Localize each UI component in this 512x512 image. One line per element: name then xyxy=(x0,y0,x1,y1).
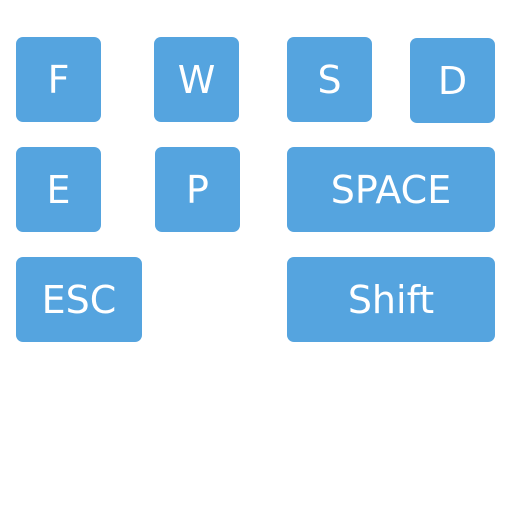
key-w-label: W xyxy=(177,57,216,102)
key-s-label: S xyxy=(317,57,342,102)
key-w-button[interactable]: W xyxy=(154,37,239,122)
key-f-button[interactable]: F xyxy=(16,37,101,122)
key-e-label: E xyxy=(46,167,71,212)
key-p-button[interactable]: P xyxy=(155,147,240,232)
key-f-label: F xyxy=(47,57,70,102)
key-s-button[interactable]: S xyxy=(287,37,372,122)
key-space-button[interactable]: SPACE xyxy=(287,147,495,232)
key-shift-button[interactable]: Shift xyxy=(287,257,495,342)
key-e-button[interactable]: E xyxy=(16,147,101,232)
key-space-label: SPACE xyxy=(330,167,452,212)
key-esc-button[interactable]: ESC xyxy=(16,257,142,342)
key-d-label: D xyxy=(437,58,468,103)
key-esc-label: ESC xyxy=(41,277,117,322)
key-p-label: P xyxy=(186,167,209,212)
key-shift-label: Shift xyxy=(347,277,435,322)
key-d-button[interactable]: D xyxy=(410,38,495,123)
